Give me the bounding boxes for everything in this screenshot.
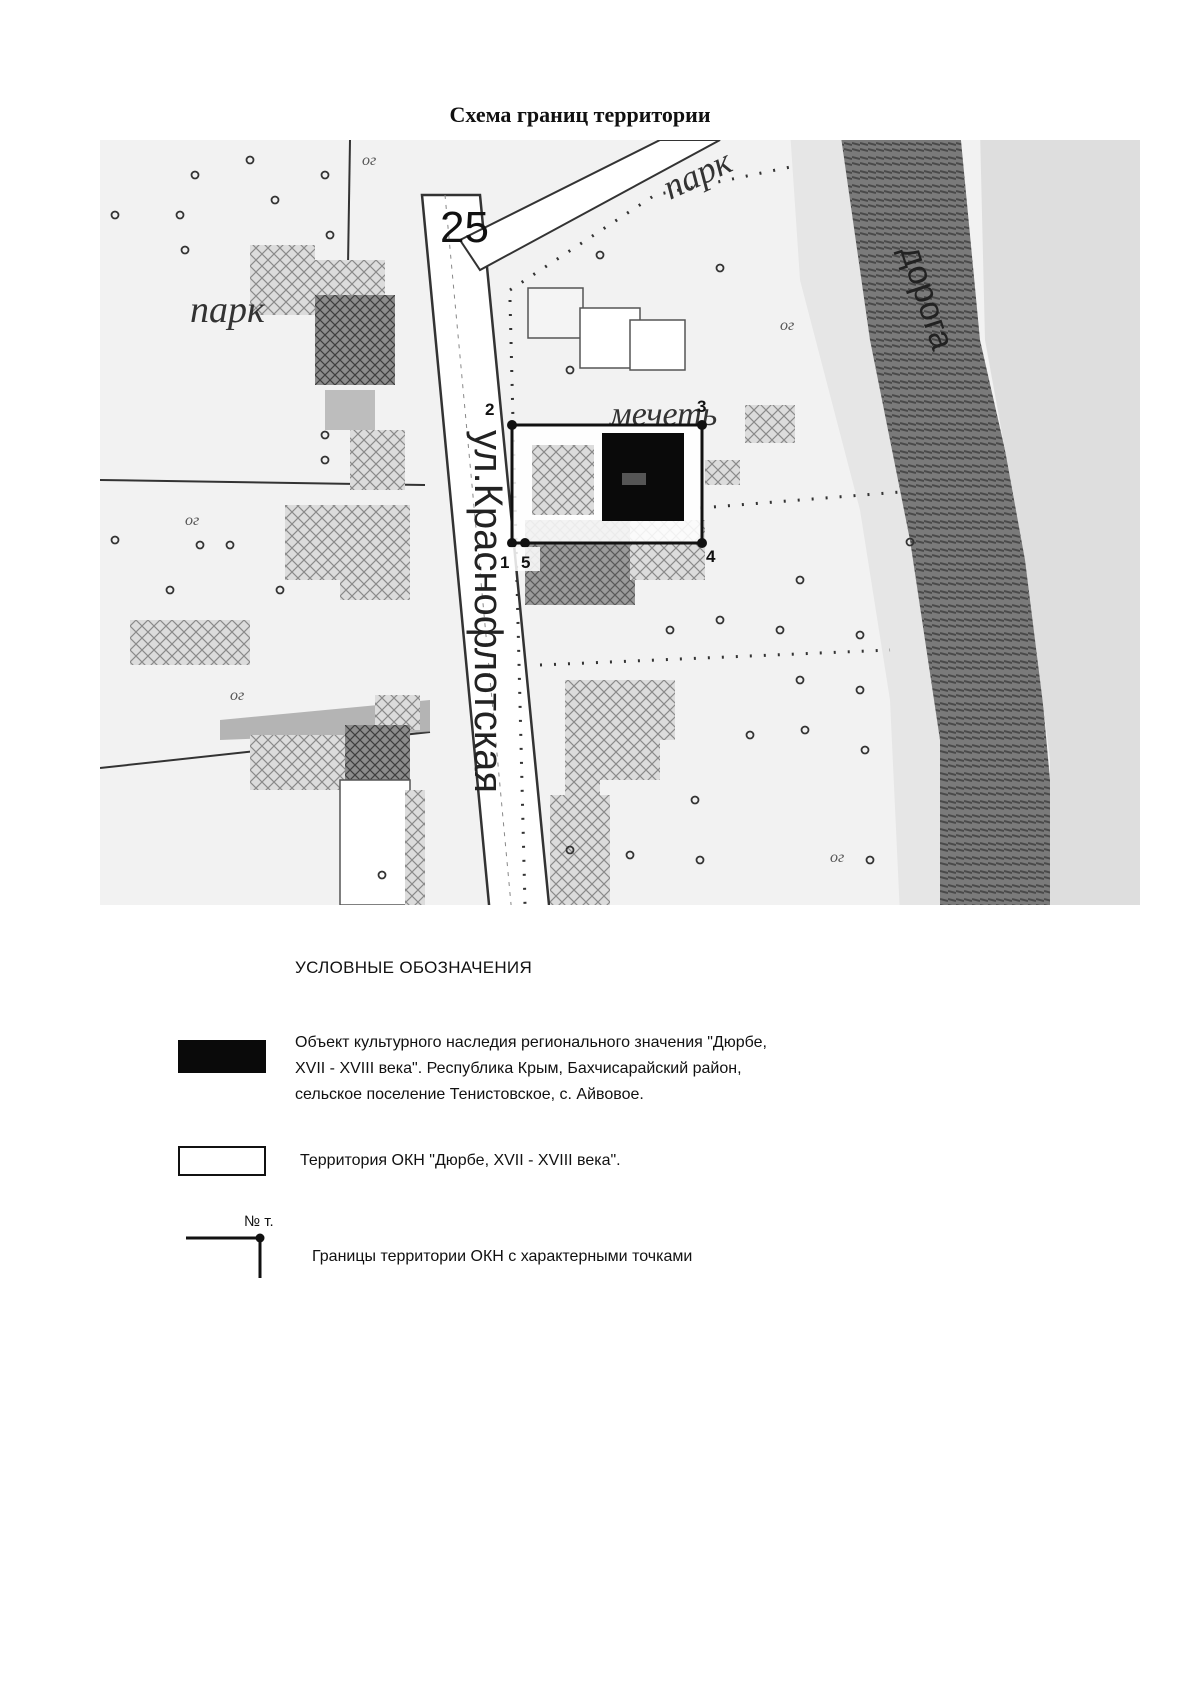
road-surface (841, 140, 1050, 905)
building (527, 287, 584, 339)
building (350, 430, 405, 490)
legend-boundary-symbol (186, 1233, 265, 1278)
building (565, 680, 675, 805)
boundary-point-label-1: 1 (500, 553, 509, 572)
street-centerline (444, 194, 512, 905)
boundary-points: 1 2 3 4 5 (485, 397, 716, 572)
building (315, 295, 395, 385)
legend-point-number-marker: № т. (244, 1213, 274, 1230)
garden-label: ог (830, 849, 844, 866)
boundary-point-label-2: 2 (485, 400, 494, 419)
building (285, 505, 410, 600)
building (550, 795, 610, 905)
building (130, 620, 250, 665)
legend-item-boundary: Границы территории ОКН с характерными то… (312, 1244, 692, 1270)
legend-item-object: Объект культурного наследия региональног… (295, 1030, 767, 1108)
garden-label: ог (230, 687, 244, 704)
building (745, 405, 795, 443)
dotted-boundary (508, 299, 527, 905)
boundary-map: дорога ул.Краснофлотская 25 парк (100, 140, 1140, 905)
legend-object-line: сельское поселение Тенистовское, с. Айво… (295, 1086, 644, 1103)
garden-label: ог (780, 317, 794, 334)
legend-object-line: XVII - XVIII века". Республика Крым, Бах… (295, 1060, 742, 1077)
building (339, 779, 411, 905)
boundary-point-4 (697, 538, 707, 548)
garden-label: ог (185, 512, 199, 529)
okn-object-detail (622, 473, 646, 485)
legend-territory-line: Территория ОКН "Дюрбе, XVII - XVIII века… (300, 1152, 621, 1169)
right-shoulder (980, 140, 1140, 905)
street-krasnoflotskaya (420, 193, 551, 905)
building (325, 390, 375, 430)
parcel-line (347, 140, 351, 266)
page-title: Схема границ территории (449, 102, 711, 127)
boundary-point-2 (507, 420, 517, 430)
building-in-territory (532, 445, 594, 515)
top-lane (458, 140, 721, 272)
building (345, 725, 410, 780)
building (629, 319, 686, 371)
house-number-25: 25 (440, 203, 489, 252)
legend-swatch-object (178, 1040, 266, 1073)
legend-object-line: Объект культурного наследия региональног… (295, 1034, 767, 1051)
boundary-point-1 (520, 538, 530, 548)
boundary-point-label-4: 4 (706, 547, 716, 566)
boundary-point-5 (507, 538, 517, 548)
boundary-point-label-3: 3 (697, 397, 706, 416)
dotted-boundary (509, 163, 801, 292)
park-label-left: парк (190, 289, 266, 331)
legend-swatch-territory (178, 1146, 266, 1176)
legend-item-territory: Территория ОКН "Дюрбе, XVII - XVIII века… (300, 1148, 621, 1174)
street-label: ул.Краснофлотская (466, 430, 510, 793)
building (250, 245, 315, 315)
orchard-symbols (110, 155, 915, 880)
building (250, 735, 345, 790)
legend-title: УСЛОВНЫЕ ОБОЗНАЧЕНИЯ (295, 958, 533, 977)
building (405, 790, 425, 905)
building (705, 460, 740, 485)
boundary-point-label-5: 5 (521, 553, 530, 572)
legend-boundary-line: Границы территории ОКН с характерными то… (312, 1248, 693, 1265)
garden-label: ог (362, 152, 376, 169)
building (375, 695, 420, 730)
boundary-point-3 (697, 420, 707, 430)
